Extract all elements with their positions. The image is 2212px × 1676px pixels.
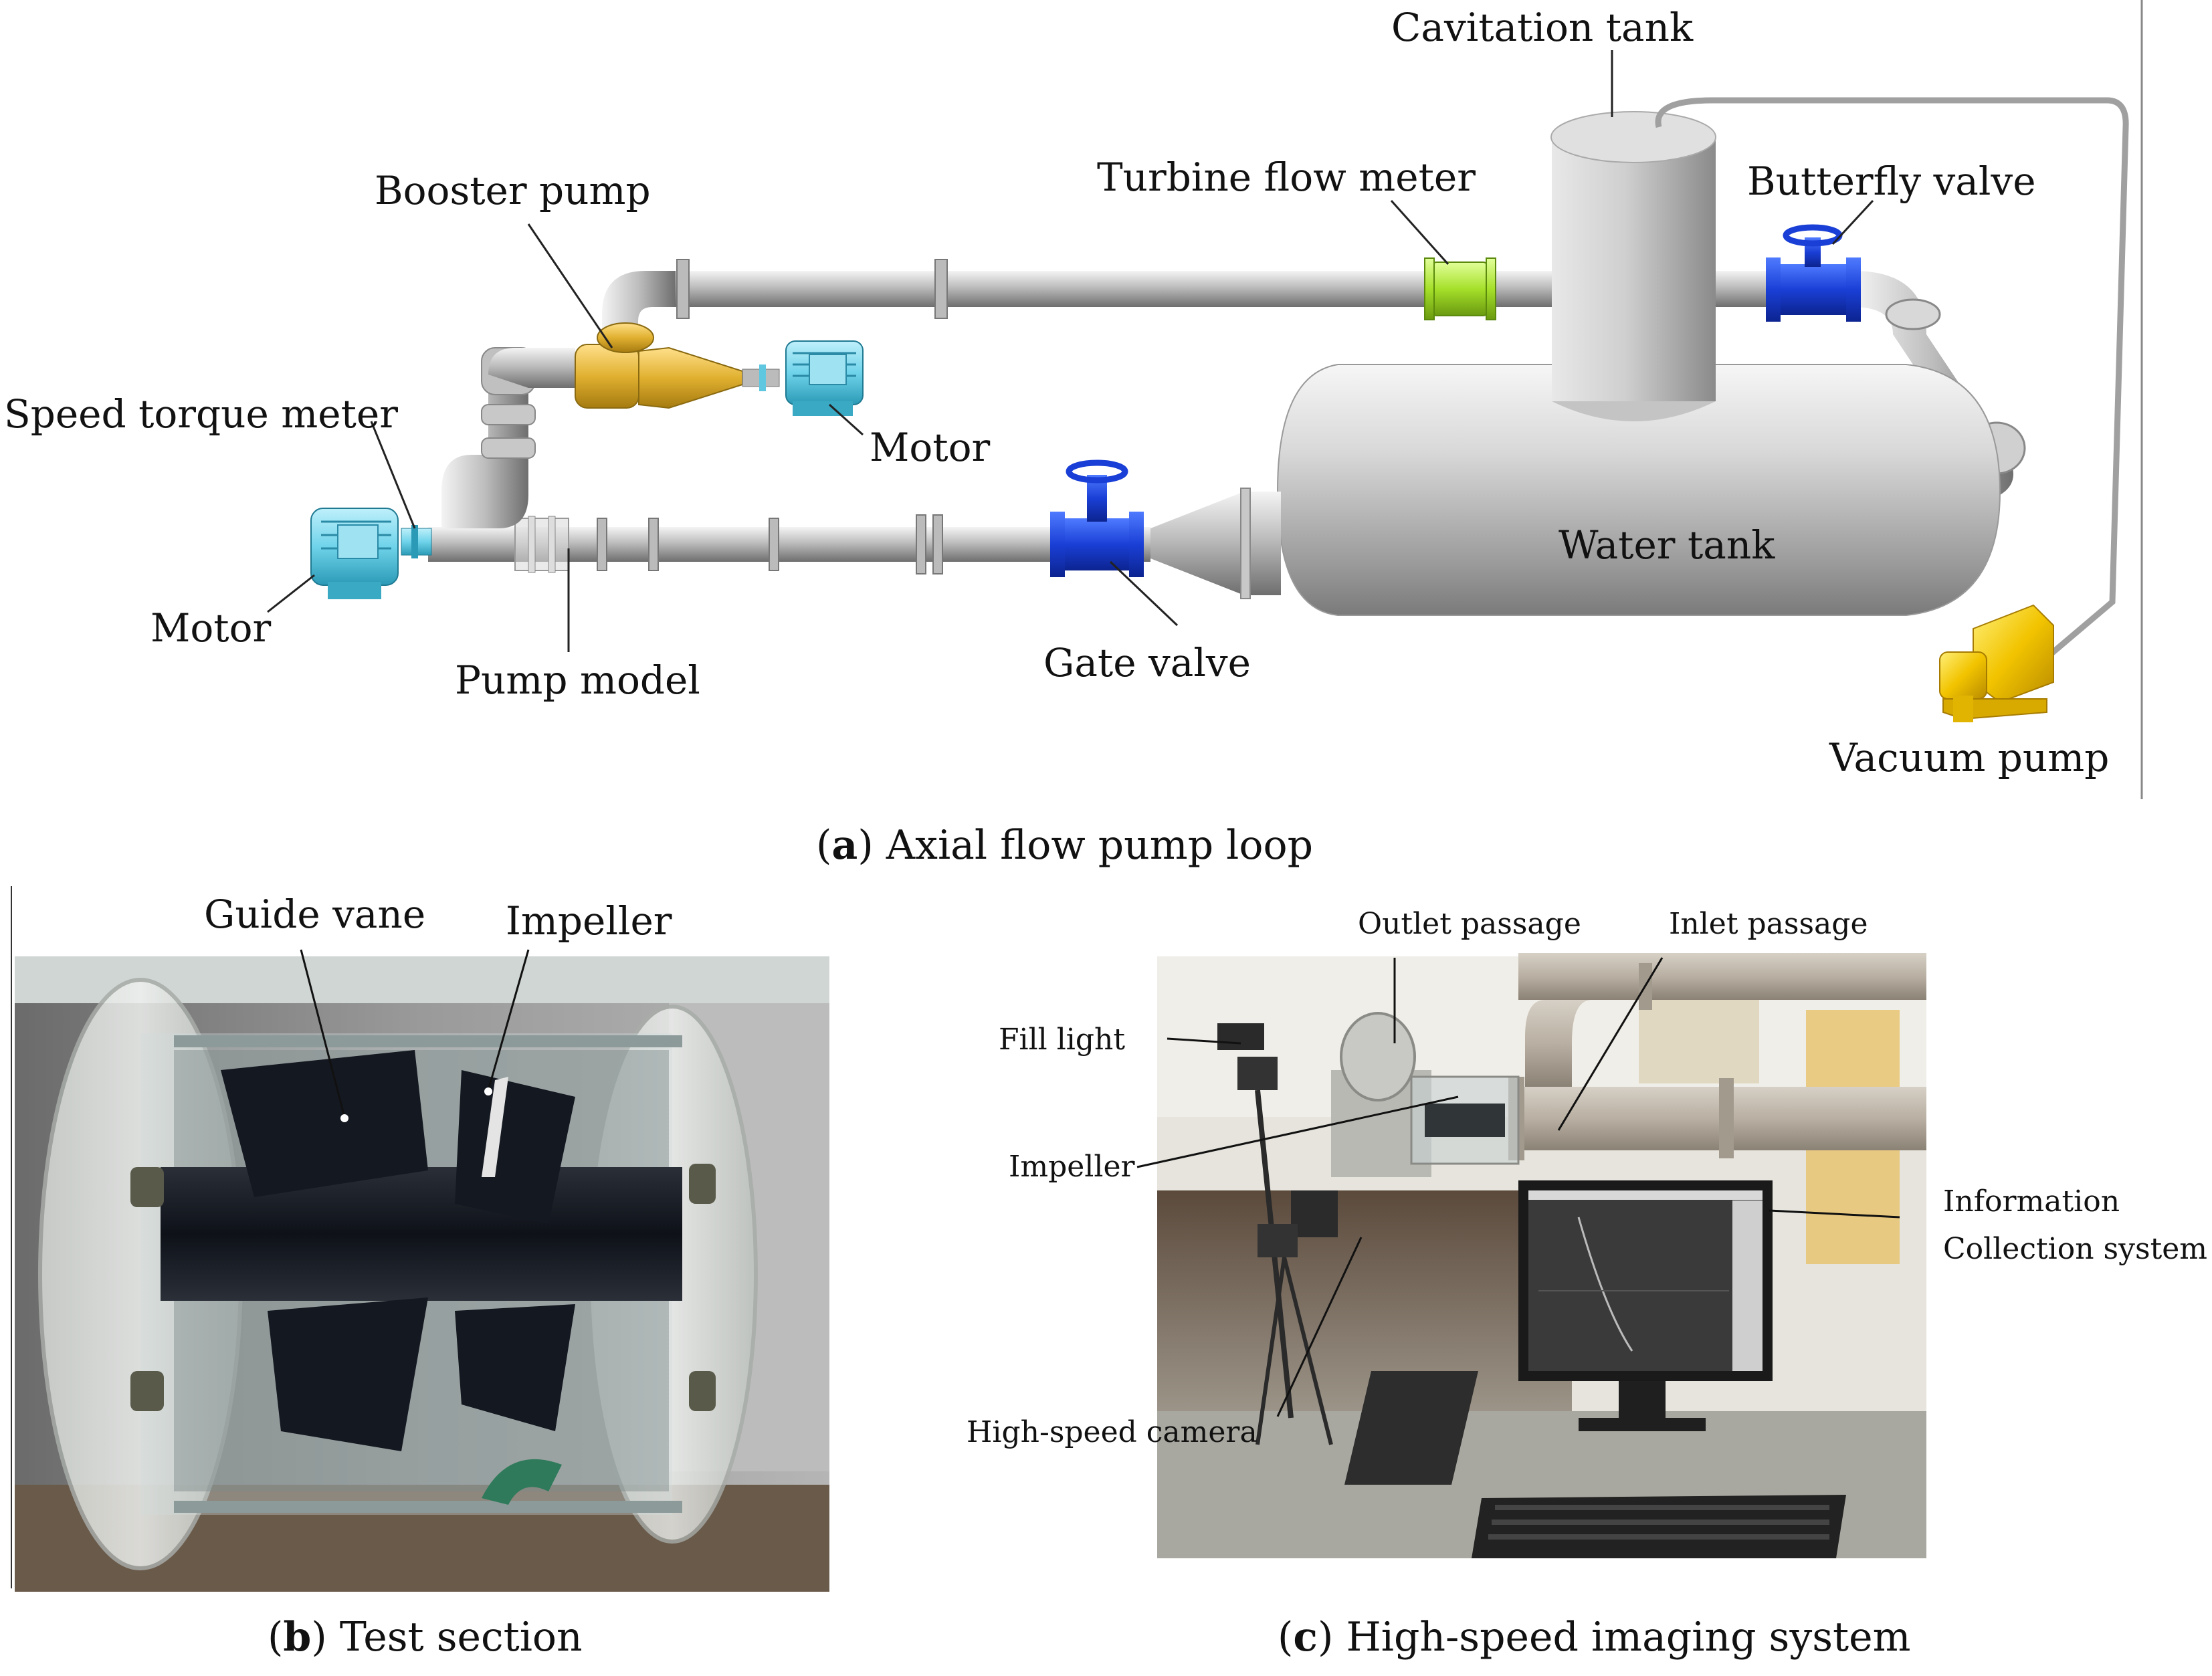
caption-c: (c) High-speed imaging system bbox=[1278, 1614, 1911, 1661]
label-guide-vane: Guide vane bbox=[204, 892, 426, 937]
label-water-tank: Water tank bbox=[1559, 522, 1775, 568]
label-impeller-b: Impeller bbox=[506, 898, 672, 944]
pump-loop-diagram bbox=[267, 0, 2143, 799]
label-speed-torque-meter: Speed torque meter bbox=[4, 391, 398, 437]
label-turbine-flow-meter: Turbine flow meter bbox=[1097, 154, 1476, 200]
label-inlet-passage: Inlet passage bbox=[1669, 907, 1868, 941]
upper-motor bbox=[785, 340, 864, 416]
caption-a-letter: a bbox=[831, 822, 858, 869]
vacuum-line bbox=[1655, 97, 2129, 671]
label-pump-model: Pump model bbox=[455, 657, 700, 703]
panel-a-leader-lines bbox=[267, 50, 1874, 652]
label-vacuum-pump: Vacuum pump bbox=[1829, 735, 2110, 780]
label-butterfly-valve: Butterfly valve bbox=[1747, 159, 2036, 204]
gate-valve bbox=[1050, 459, 1144, 577]
booster-pump bbox=[575, 322, 780, 409]
turbine-flow-meter bbox=[1424, 257, 1496, 320]
label-high-speed-camera: High-speed camera bbox=[967, 1415, 1258, 1449]
panel-b-leader-lines bbox=[300, 949, 530, 1118]
label-motor-lower: Motor bbox=[150, 605, 272, 651]
lower-motor bbox=[310, 508, 432, 599]
label-booster-pump: Booster pump bbox=[375, 168, 651, 213]
vacuum-pump bbox=[1939, 604, 2054, 722]
panel-c-leader-lines bbox=[1136, 957, 1900, 1417]
panel-b-border bbox=[11, 886, 12, 1588]
label-collection-system: Collection system bbox=[1943, 1232, 2208, 1266]
label-motor-upper: Motor bbox=[870, 425, 991, 470]
caption-b: (b) Test section bbox=[268, 1614, 583, 1661]
caption-b-letter: b bbox=[283, 1614, 312, 1661]
label-impeller-c: Impeller bbox=[1009, 1150, 1135, 1184]
label-outlet-passage: Outlet passage bbox=[1358, 907, 1581, 941]
label-fill-light: Fill light bbox=[999, 1023, 1126, 1057]
caption-c-text: ) High-speed imaging system bbox=[1317, 1614, 1911, 1661]
butterfly-valve bbox=[1766, 224, 1861, 322]
caption-a: (a) Axial flow pump loop bbox=[816, 822, 1314, 869]
label-cavitation-tank: Cavitation tank bbox=[1391, 5, 1694, 50]
lower-main-pipe bbox=[428, 514, 1150, 574]
riser-pipe bbox=[441, 347, 575, 528]
water-tank bbox=[1150, 348, 2001, 616]
label-information: Information bbox=[1943, 1184, 2120, 1219]
caption-a-text: ) Axial flow pump loop bbox=[858, 822, 1314, 869]
caption-b-text: ) Test section bbox=[311, 1614, 583, 1661]
caption-c-letter: c bbox=[1293, 1614, 1318, 1661]
label-gate-valve: Gate valve bbox=[1043, 640, 1251, 686]
